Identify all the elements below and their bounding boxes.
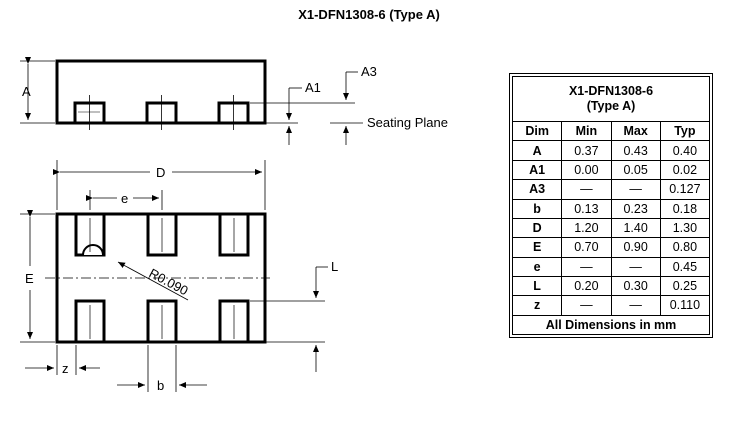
table-cell: E	[511, 237, 563, 258]
table-header: Max	[610, 121, 661, 142]
package-outline-drawing: A A1 A3 Seating Plane D e	[20, 57, 448, 393]
table-cell: 0.127	[659, 179, 711, 200]
table-cell: 1.30	[659, 217, 711, 239]
table-cell: 0.05	[610, 159, 661, 181]
table-cell: 0.20	[561, 275, 612, 297]
table-cell: 0.90	[610, 237, 661, 258]
table-cell: A3	[511, 179, 563, 200]
table-cell: —	[561, 179, 612, 200]
table-cell: —	[561, 256, 612, 277]
label-A3: A3	[361, 64, 377, 79]
table-cell: —	[561, 295, 612, 316]
label-z: z	[62, 361, 69, 376]
table-cell: —	[610, 179, 661, 200]
table-cell: 0.02	[659, 159, 711, 181]
table-cell: L	[511, 275, 563, 297]
label-A1: A1	[305, 80, 321, 95]
table-cell: A	[511, 140, 563, 161]
table-cell: 0.43	[610, 140, 661, 161]
table-cell: 1.20	[561, 217, 612, 239]
label-E: E	[25, 271, 34, 286]
table-cell: 0.23	[610, 198, 661, 219]
table-cell: 0.45	[659, 256, 711, 277]
label-b: b	[157, 378, 164, 393]
table-header: Min	[561, 121, 612, 142]
table-cell: D	[511, 217, 563, 239]
table-cell: 0.25	[659, 275, 711, 297]
table-header: Typ	[659, 121, 711, 142]
table-cell: —	[610, 256, 661, 277]
page-title: X1-DFN1308-6 (Type A)	[298, 7, 440, 22]
table-cell: 0.00	[561, 159, 612, 181]
table-cell: e	[511, 256, 563, 277]
label-D: D	[156, 165, 165, 180]
table-cell: 0.30	[610, 275, 661, 297]
table-title-line2: (Type A)	[586, 99, 636, 114]
table-footer: All Dimensions in mm	[512, 314, 710, 336]
table-cell: 0.70	[561, 237, 612, 258]
table-row: A3——0.127	[511, 179, 711, 200]
table-cell: 0.110	[659, 295, 711, 316]
bottom-view: D e R0.090 E	[20, 160, 338, 393]
table-row: z——0.110	[511, 295, 711, 316]
table-title: X1-DFN1308-6 (Type A)	[512, 75, 710, 123]
table-cell: 0.18	[659, 198, 711, 219]
table-cell: 0.80	[659, 237, 711, 258]
side-view: A A1 A3 Seating Plane	[20, 57, 448, 145]
table-header-row: Dim Min Max Typ	[511, 121, 711, 142]
table-cell: b	[511, 198, 563, 219]
table-cell: A1	[511, 159, 563, 181]
table-title-line1: X1-DFN1308-6	[568, 84, 654, 99]
label-L: L	[331, 259, 338, 274]
table-header: Dim	[511, 121, 563, 142]
label-e: e	[121, 191, 128, 206]
pin1-notch	[82, 244, 104, 256]
label-seating-plane: Seating Plane	[367, 115, 448, 130]
label-radius: R0.090	[147, 265, 191, 298]
table-cell: —	[610, 295, 661, 316]
table-cell: z	[511, 295, 563, 316]
table-cell: 0.13	[561, 198, 612, 219]
table-cell: 0.40	[659, 140, 711, 161]
table-row: e——0.45	[511, 256, 711, 277]
table-cell: 1.40	[610, 217, 661, 239]
table-cell: 0.37	[561, 140, 612, 161]
label-A: A	[22, 84, 31, 99]
